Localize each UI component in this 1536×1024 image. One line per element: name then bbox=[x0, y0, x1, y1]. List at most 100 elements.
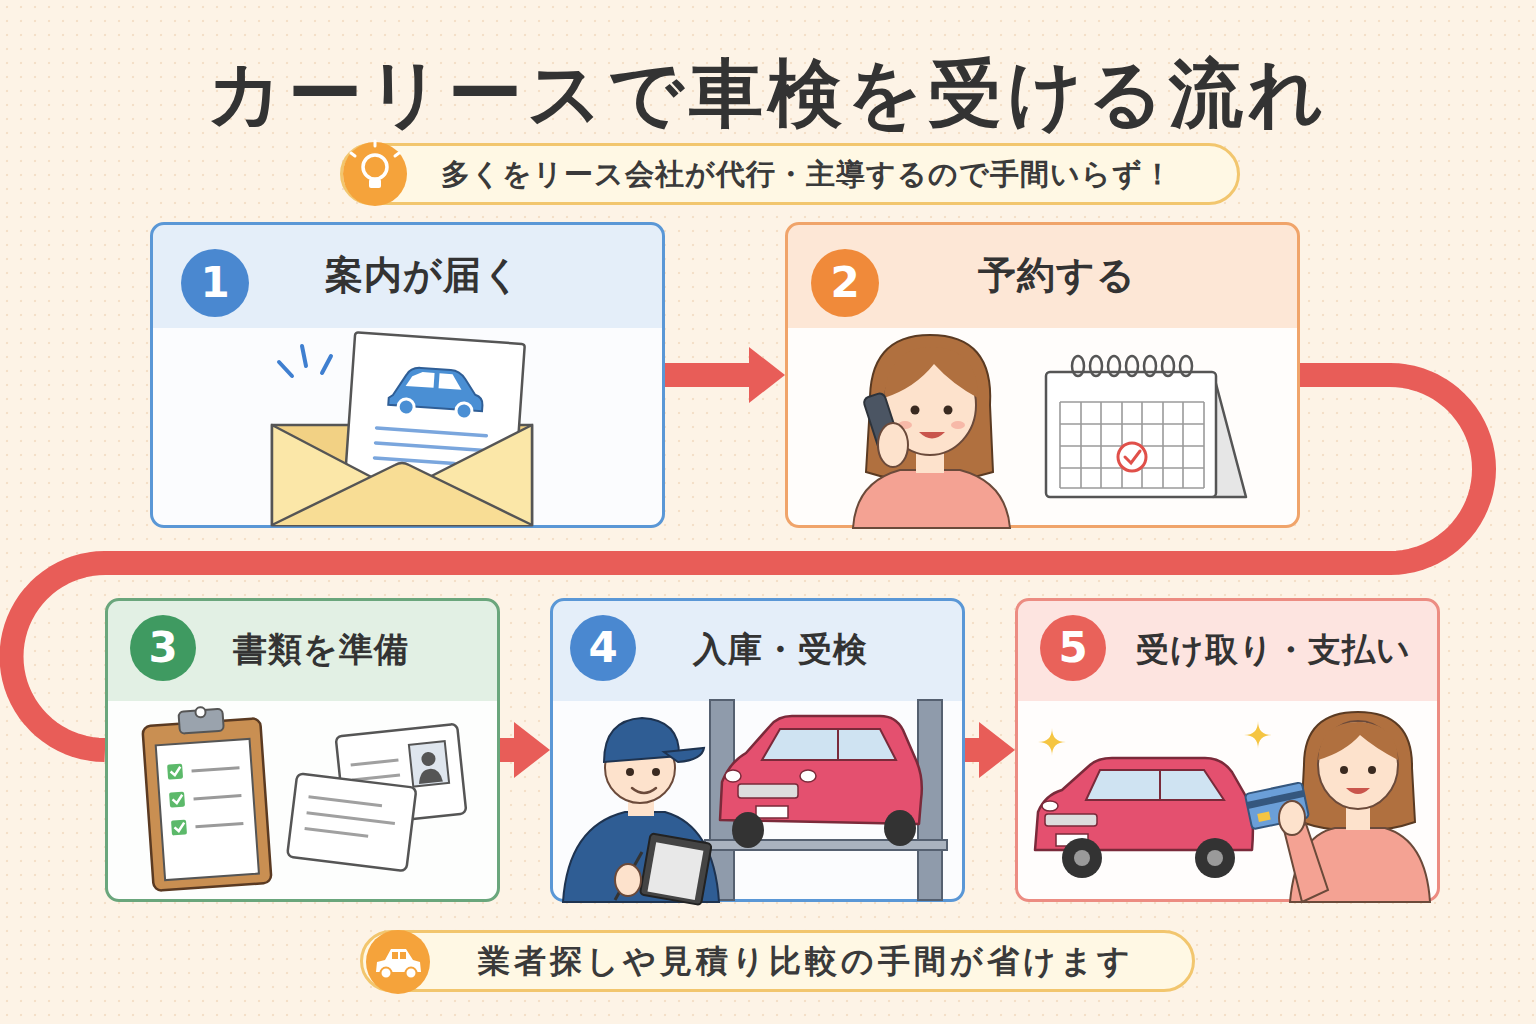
document-cards-illustration bbox=[336, 724, 467, 826]
woman-card-illustration bbox=[1301, 712, 1415, 830]
document-cards-illustration bbox=[351, 760, 399, 765]
envelope-illustration bbox=[344, 332, 525, 503]
diagram-title: カーリースで車検を受ける流れ bbox=[0, 38, 1536, 148]
car-icon bbox=[406, 968, 417, 979]
woman-phone-illustration bbox=[863, 392, 902, 454]
clipboard-illustration bbox=[172, 795, 183, 804]
calendar-illustration bbox=[1121, 402, 1123, 488]
document-cards-illustration bbox=[287, 724, 466, 871]
step-number: 5 bbox=[1040, 615, 1106, 681]
calendar-illustration bbox=[1060, 401, 1204, 403]
car-lift-illustration bbox=[762, 729, 896, 760]
calendar-illustration bbox=[1080, 402, 1082, 488]
woman-card-illustration bbox=[1340, 766, 1348, 774]
calendar-illustration bbox=[1072, 356, 1084, 376]
mechanic-illustration bbox=[640, 833, 712, 905]
mechanic-illustration bbox=[640, 833, 712, 905]
woman-phone-illustration bbox=[951, 421, 965, 429]
step-number: 4 bbox=[570, 615, 636, 681]
document-cards-illustration bbox=[418, 768, 443, 784]
car-lift-illustration bbox=[705, 840, 947, 850]
calendar-illustration bbox=[1072, 356, 1192, 376]
car-lift-illustration bbox=[837, 729, 839, 760]
document-cards-illustration bbox=[309, 797, 382, 806]
clipboard-illustration bbox=[192, 768, 240, 771]
step-heading: 案内が届く bbox=[325, 225, 645, 325]
envelope-illustration bbox=[272, 332, 532, 525]
calendar-illustration bbox=[1162, 402, 1164, 488]
document-cards-illustration bbox=[305, 829, 369, 837]
step-box: 書類を準備3 bbox=[105, 598, 500, 902]
calendar-illustration bbox=[1125, 451, 1140, 463]
envelope-illustration bbox=[279, 362, 292, 376]
car-illustration bbox=[1035, 758, 1253, 878]
mechanic-illustration bbox=[652, 768, 660, 776]
car-icon bbox=[376, 949, 421, 972]
car-lift-illustration bbox=[884, 810, 916, 846]
car-icon bbox=[392, 952, 398, 959]
step-heading: 書類を準備 bbox=[233, 601, 495, 698]
clipboard-illustration bbox=[156, 739, 259, 880]
clipboard-illustration bbox=[141, 703, 271, 891]
woman-card-illustration bbox=[1368, 766, 1376, 774]
calendar-illustration bbox=[1162, 356, 1174, 376]
envelope-illustration bbox=[439, 373, 463, 390]
clipboard-illustration bbox=[170, 767, 181, 776]
step-number-badge: 5 bbox=[1040, 615, 1106, 681]
woman-card-illustration bbox=[1279, 801, 1305, 835]
envelope-illustration bbox=[455, 402, 472, 419]
document-cards-illustration bbox=[352, 775, 400, 780]
envelope-illustration bbox=[302, 346, 306, 366]
woman-card-illustration bbox=[1245, 782, 1309, 829]
step-number-badge: 1 bbox=[181, 249, 249, 317]
mechanic-illustration bbox=[563, 812, 719, 902]
document-cards-illustration bbox=[421, 751, 436, 766]
woman-phone-illustration bbox=[853, 470, 1010, 528]
calendar-illustration bbox=[1182, 402, 1184, 488]
car-lift-illustration bbox=[710, 700, 734, 900]
clipboard-illustration bbox=[178, 709, 223, 734]
step-number: 1 bbox=[181, 249, 249, 317]
lightbulb-icon bbox=[343, 142, 407, 206]
document-cards-illustration bbox=[307, 813, 395, 824]
mechanic-illustration bbox=[605, 733, 675, 803]
mechanic-illustration bbox=[632, 788, 656, 793]
woman-card-illustration bbox=[1284, 824, 1328, 902]
lightbulb-icon bbox=[363, 155, 387, 179]
woman-phone-illustration bbox=[884, 347, 978, 398]
lightbulb-icon bbox=[395, 153, 399, 156]
calendar-illustration bbox=[1046, 356, 1246, 497]
woman-phone-illustration bbox=[866, 335, 993, 480]
sparkle bbox=[1244, 721, 1272, 749]
calendar-illustration bbox=[1060, 402, 1204, 488]
envelope-illustration bbox=[375, 458, 455, 464]
woman-card-illustration bbox=[1318, 721, 1398, 809]
woman-card-illustration bbox=[1247, 790, 1305, 809]
car-illustration bbox=[1042, 801, 1058, 811]
step-box: 入庫・受検4 bbox=[550, 598, 965, 902]
envelope-illustration bbox=[272, 425, 532, 525]
document-cards-illustration bbox=[409, 741, 449, 787]
envelope-illustration bbox=[406, 371, 435, 388]
clipboard-illustration bbox=[171, 820, 187, 836]
note-text: 業者探しや見積り比較の手間が省けます bbox=[478, 933, 1188, 989]
woman-card-illustration bbox=[1346, 800, 1370, 830]
step-box: 受け取り・支払い5 bbox=[1015, 598, 1440, 902]
woman-card-illustration bbox=[1290, 828, 1430, 902]
lightbulb-icon bbox=[351, 153, 355, 156]
mechanic-illustration bbox=[604, 718, 679, 762]
woman-card-illustration bbox=[1245, 712, 1430, 902]
envelope-illustration bbox=[272, 463, 532, 525]
clipboard-illustration bbox=[174, 823, 185, 832]
woman-phone-illustration bbox=[919, 432, 945, 439]
envelope-illustration bbox=[388, 366, 484, 411]
car-lift-illustration bbox=[732, 812, 764, 848]
car-lift-illustration bbox=[918, 700, 942, 900]
note-text: 多くをリース会社が代行・主導するので手間いらず！ bbox=[441, 146, 1233, 202]
car-illustration bbox=[1195, 838, 1235, 878]
clipboard-illustration bbox=[195, 707, 206, 718]
car-illustration bbox=[1035, 758, 1253, 850]
car-illustration bbox=[1207, 850, 1223, 866]
flow-arrow bbox=[500, 738, 514, 762]
calendar-illustration bbox=[1144, 356, 1156, 376]
